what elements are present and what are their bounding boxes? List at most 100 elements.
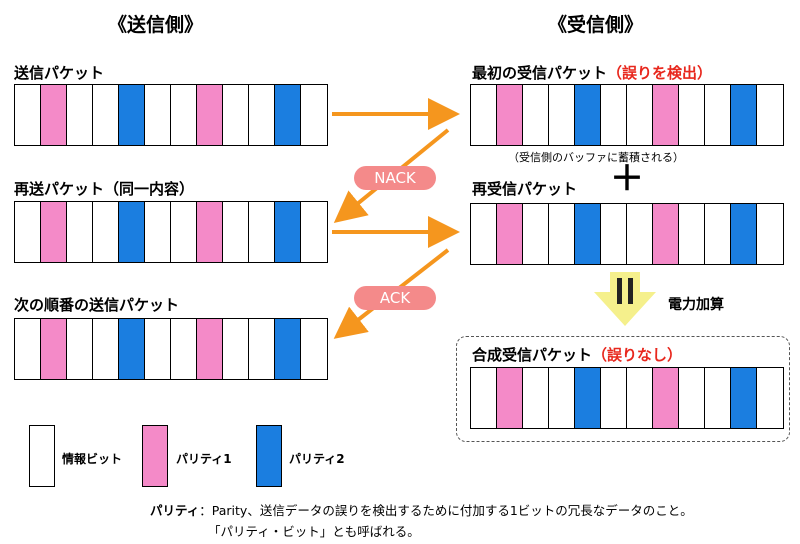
parity1-bit [497,204,523,264]
parity2-bit [275,319,301,379]
info-bit [549,204,575,264]
info-bit [93,319,119,379]
re-recv-packet-label: 再受信パケット [472,180,578,198]
legend-info-swatch [29,425,55,487]
info-bit [471,368,497,428]
receiver-title: 《受信側》 [548,14,644,36]
parity2-bit [119,85,145,145]
re-recv-packet [470,203,784,265]
parity1-bit [497,368,523,428]
info-bit [549,85,575,145]
info-bit [249,319,275,379]
parity-definition: ：Parity、送信データの誤りを検出するために付加する1ビットの冗長なデータの… [199,503,693,518]
info-bit [301,202,327,262]
parity1-bit [653,85,679,145]
parity2-bit [119,319,145,379]
info-bit [15,202,41,262]
resend-packet [14,201,328,263]
parity1-bit [41,319,67,379]
info-bit [601,368,627,428]
combined-packet-label: 合成受信パケット（誤りなし） [472,344,682,365]
info-bit [705,85,731,145]
info-bit [67,202,93,262]
resend-packet-label: 再送パケット（同一内容） [14,180,195,198]
ack-badge: ACK [354,286,436,310]
parity2-bit [731,204,757,264]
combined-packet-frame [456,336,790,442]
info-bit [627,85,653,145]
parity2-bit [731,85,757,145]
info-bit [627,204,653,264]
info-bit [171,202,197,262]
info-bit [601,204,627,264]
info-bit [757,204,783,264]
parity-term: パリティ [150,503,200,518]
legend-parity1-label: パリティ1 [176,452,232,466]
error-detected-status: （誤りを検出） [607,64,713,82]
first-recv-packet [470,84,784,146]
info-bit [67,319,93,379]
next-packet-label: 次の順番の送信パケット [14,296,180,314]
info-bit [145,202,171,262]
sender-title: 《送信側》 [108,14,204,36]
parity2-bit [575,368,601,428]
info-bit [223,202,249,262]
parity2-bit [575,85,601,145]
parity1-bit [197,202,223,262]
parity-footnote-line2: 「パリティ・ビット」とも呼ばれる。 [208,524,420,539]
combined-label-text: 合成受信パケット [472,346,593,364]
buffer-note: （受信側のバッファに蓄積される） [508,151,684,164]
legend-info-label: 情報ビット [62,452,123,466]
info-bit [15,85,41,145]
info-bit [679,368,705,428]
parity1-bit [497,85,523,145]
info-bit [145,85,171,145]
info-bit [67,85,93,145]
info-bit [471,85,497,145]
info-bit [301,85,327,145]
info-bit [249,202,275,262]
legend-parity2-swatch [256,425,282,487]
info-bit [223,85,249,145]
info-bit [705,368,731,428]
info-bit [705,204,731,264]
info-bit [223,319,249,379]
nack-badge: NACK [354,166,436,190]
info-bit [757,368,783,428]
parity2-bit [119,202,145,262]
parity2-bit [275,202,301,262]
info-bit [249,85,275,145]
legend-parity1-swatch [142,425,168,487]
info-bit [627,368,653,428]
info-bit [679,85,705,145]
info-bit [523,368,549,428]
send-packet-label: 送信パケット [14,64,105,82]
parity2-bit [275,85,301,145]
legend-parity2-label: パリティ2 [289,452,345,466]
info-bit [471,204,497,264]
no-error-status: （誤りなし） [592,346,683,364]
info-bit [757,85,783,145]
combine-arrow [594,272,656,326]
send-packet [14,84,328,146]
parity1-bit [653,204,679,264]
power-combine-label: 電力加算 [668,297,724,313]
info-bit [301,319,327,379]
info-bit [549,368,575,428]
info-bit [171,319,197,379]
info-bit [15,319,41,379]
info-bit [523,85,549,145]
parity2-bit [731,368,757,428]
parity-footnote: パリティ：Parity、送信データの誤りを検出するために付加する1ビットの冗長な… [150,500,693,519]
info-bit [93,202,119,262]
next-send-packet [14,318,328,380]
parity2-bit [575,204,601,264]
info-bit [145,319,171,379]
parity1-bit [653,368,679,428]
combined-packet [470,367,784,429]
info-bit [171,85,197,145]
parity1-bit [41,85,67,145]
parity1-bit [197,85,223,145]
info-bit [93,85,119,145]
info-bit [679,204,705,264]
